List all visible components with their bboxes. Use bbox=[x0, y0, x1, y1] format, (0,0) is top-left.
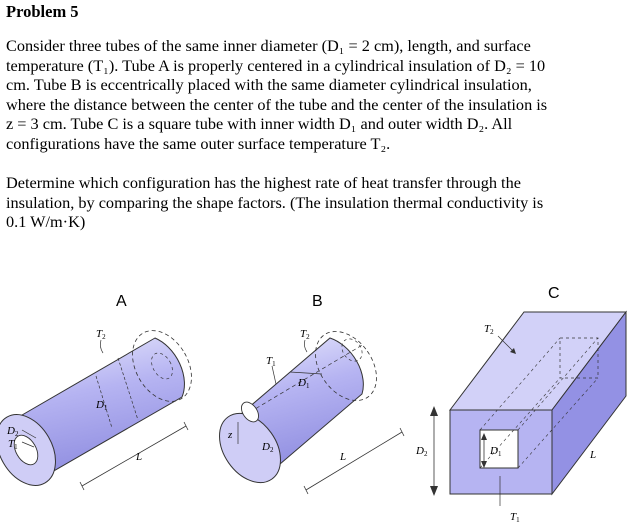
figure-c-t2-arrow bbox=[510, 348, 516, 354]
figure-a-d2-dim bbox=[117, 357, 139, 421]
figure-c-d2-label: D2 bbox=[415, 445, 428, 458]
paragraph-1-line-6: configurations have the same outer surfa… bbox=[6, 133, 391, 153]
figure-a-label: A bbox=[116, 293, 127, 310]
figure-b-t1-label: T1 bbox=[266, 355, 276, 368]
figure-a: A T2 D1 D2 T1 L bbox=[0, 293, 192, 491]
figure-a-d1-dim bbox=[95, 375, 113, 429]
figure-b-t2-leader bbox=[303, 339, 308, 353]
figure-a-t1-leader bbox=[21, 441, 35, 448]
figure-b-l-dim bbox=[305, 431, 403, 491]
paragraph-1-line-1: Consider three tubes of the same inner d… bbox=[6, 36, 531, 55]
figure-b-l-tick-2 bbox=[399, 427, 405, 437]
figure-b-d2-label: D2 bbox=[261, 441, 274, 454]
paragraph-1-line-2: temperature (T₁). Tube A is properly cen… bbox=[6, 55, 546, 75]
figure-c-d2-arrow-bottom bbox=[430, 486, 438, 496]
figure-a-far-end bbox=[132, 330, 192, 402]
problem-paragraph-2: Determine which configuration has the hi… bbox=[6, 173, 631, 232]
figure-b-t1-leader bbox=[271, 365, 277, 385]
figure-a-inner-tube bbox=[13, 434, 39, 466]
figure-b-l-label: L bbox=[339, 451, 346, 463]
figure-c-t1-label: T1 bbox=[510, 511, 520, 524]
figure-c-label: C bbox=[548, 285, 560, 302]
paragraph-2-line-1: Determine which configuration has the hi… bbox=[6, 173, 521, 192]
figure-a-d2-label: D2 bbox=[6, 425, 19, 438]
figure-b-l-tick-1 bbox=[303, 485, 309, 495]
figure-c-t2-label: T2 bbox=[484, 323, 494, 336]
figure-b-d1-label: D1 bbox=[297, 377, 310, 390]
figure-a-l-dim bbox=[81, 425, 187, 487]
figure-a-t1-label: T1 bbox=[8, 438, 18, 451]
figure-a-cylinder-body bbox=[9, 337, 185, 481]
figure-c-inner-edges bbox=[479, 337, 599, 469]
figure-a-l-label: L bbox=[135, 451, 142, 463]
paragraph-2-line-3: 0.1 W/m·K) bbox=[6, 212, 86, 231]
figure-c-t2-leader bbox=[497, 335, 515, 353]
figure-c: C T2 D2 D1 L T1 bbox=[415, 285, 628, 524]
figure-b-z-label: z bbox=[227, 429, 233, 441]
problem-heading: Problem 5 bbox=[6, 2, 79, 21]
problem-paragraph-1: Consider three tubes of the same inner d… bbox=[6, 36, 631, 153]
figure-b-t2-label: T2 bbox=[300, 328, 310, 341]
paragraph-1-line-4: where the distance between the center of… bbox=[6, 94, 548, 114]
figure-c-d2-arrow-top bbox=[430, 406, 438, 416]
figure-a-d2-leader bbox=[21, 429, 37, 439]
figure-a-t2-leader bbox=[99, 339, 104, 354]
figure-a-d1-label: D1 bbox=[95, 399, 108, 412]
figure-b-label: B bbox=[312, 293, 323, 310]
figure-a-t2-label: T2 bbox=[96, 328, 106, 341]
paragraph-1-line-5: z = 3 cm. Tube C is a square tube with i… bbox=[6, 114, 513, 133]
paragraph-2-line-2: insulation, by comparing the shape facto… bbox=[6, 192, 544, 212]
figure-a-inner-tube-far bbox=[151, 352, 173, 380]
figure-c-l-label: L bbox=[589, 449, 596, 461]
paragraph-1-line-3: cm. Tube B is eccentrically placed with … bbox=[6, 75, 532, 94]
figure-b: B T2 T1 D1 z D2 L bbox=[219, 293, 405, 495]
figure-c-d1-arrow-top bbox=[481, 433, 487, 440]
figure-b-d1-dim bbox=[289, 371, 323, 375]
configurations-figure: A T2 D1 D2 T1 L B T2 T1 bbox=[0, 285, 628, 524]
figure-b-tube-axis bbox=[249, 343, 365, 413]
figure-a-l-tick-1 bbox=[79, 481, 85, 491]
figure-a-l-tick-2 bbox=[183, 421, 189, 431]
figure-b-near-end bbox=[219, 412, 281, 484]
figure-c-d1-label: D1 bbox=[489, 445, 502, 458]
figure-c-d1-arrow-bottom bbox=[481, 461, 487, 468]
figure-b-inner-tube bbox=[241, 401, 259, 423]
